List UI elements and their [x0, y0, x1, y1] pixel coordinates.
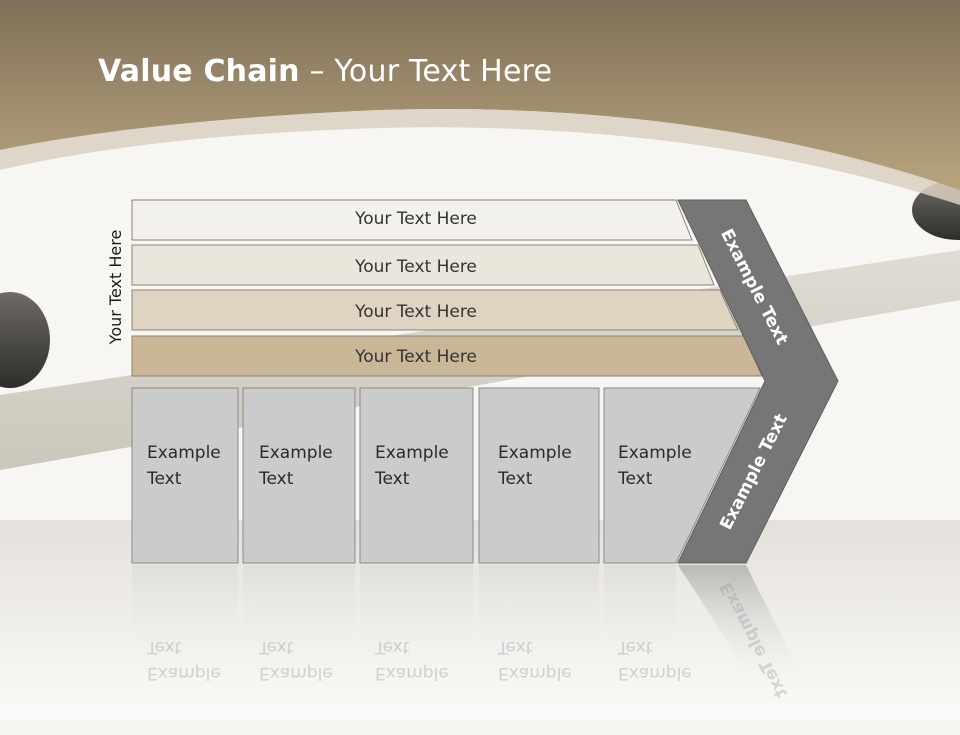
- support-band-3: [131, 289, 739, 331]
- primary-box-4-reflection-line2: Text: [498, 637, 533, 657]
- support-band-3-text: Your Text Here: [355, 302, 477, 322]
- primary-box-3-line2: Text: [375, 469, 410, 489]
- header-band: [0, 0, 960, 190]
- primary-box-4-reflection-line1: Example: [498, 663, 572, 683]
- support-band-1-text: Your Text Here: [355, 209, 477, 229]
- primary-box-4-line2: Text: [498, 469, 533, 489]
- primary-box-5-reflection-line1: Example: [618, 663, 692, 683]
- support-band-1: [131, 199, 693, 241]
- primary-box-5-line2: Text: [618, 469, 653, 489]
- primary-box-2-line2: Text: [259, 469, 294, 489]
- margin-chevron-reflection: [678, 565, 810, 692]
- reflection-4: [479, 565, 599, 695]
- primary-box-2-reflection-line1: Example: [259, 663, 333, 683]
- reflection-1: [132, 565, 238, 695]
- primary-box-2-reflection-text: Example Text: [259, 634, 359, 686]
- primary-box-4-reflection-text: Example Text: [498, 634, 598, 686]
- reflection-3: [360, 565, 473, 695]
- title-rest: – Your Text Here: [299, 54, 553, 89]
- primary-box-3-reflection-line2: Text: [375, 637, 410, 657]
- primary-box-1-reflection-line2: Text: [147, 637, 182, 657]
- primary-box-5-reflection-text: Example Text: [618, 634, 718, 686]
- left-stone-decoration: [0, 292, 50, 388]
- primary-box-1-reflection-text: Example Text: [147, 634, 247, 686]
- reflection-2: [243, 565, 355, 695]
- slide-background: [0, 0, 960, 720]
- margin-chevron: [677, 199, 839, 564]
- support-band-2: [131, 244, 715, 286]
- primary-box-5-line1: Example: [618, 443, 692, 463]
- primary-box-5-reflection-line2: Text: [618, 637, 653, 657]
- primary-box-4: [478, 387, 600, 564]
- primary-box-3-line1: Example: [375, 443, 449, 463]
- primary-box-4-line1: Example: [498, 443, 572, 463]
- primary-box-3: [359, 387, 474, 564]
- page-title: Value Chain – Your Text Here: [98, 54, 552, 89]
- support-band-4: [131, 335, 763, 377]
- reflection-5: [604, 565, 676, 695]
- support-activities-label: Your Text Here: [106, 229, 125, 345]
- primary-box-2: [242, 387, 356, 564]
- primary-box-1-reflection-line1: Example: [147, 663, 221, 683]
- primary-box-2-line1: Example: [259, 443, 333, 463]
- primary-box-2-reflection-line2: Text: [259, 637, 294, 657]
- primary-box-5: [603, 387, 761, 564]
- primary-box-3-reflection-line1: Example: [375, 663, 449, 683]
- primary-box-1: [131, 387, 239, 564]
- header-swoosh: [0, 109, 960, 205]
- support-band-2-text: Your Text Here: [355, 257, 477, 277]
- support-band-4-text: Your Text Here: [355, 347, 477, 367]
- primary-box-1-line1: Example: [147, 443, 221, 463]
- primary-box-1-line2: Text: [147, 469, 182, 489]
- title-bold: Value Chain: [98, 54, 300, 89]
- primary-box-3-reflection-text: Example Text: [375, 634, 475, 686]
